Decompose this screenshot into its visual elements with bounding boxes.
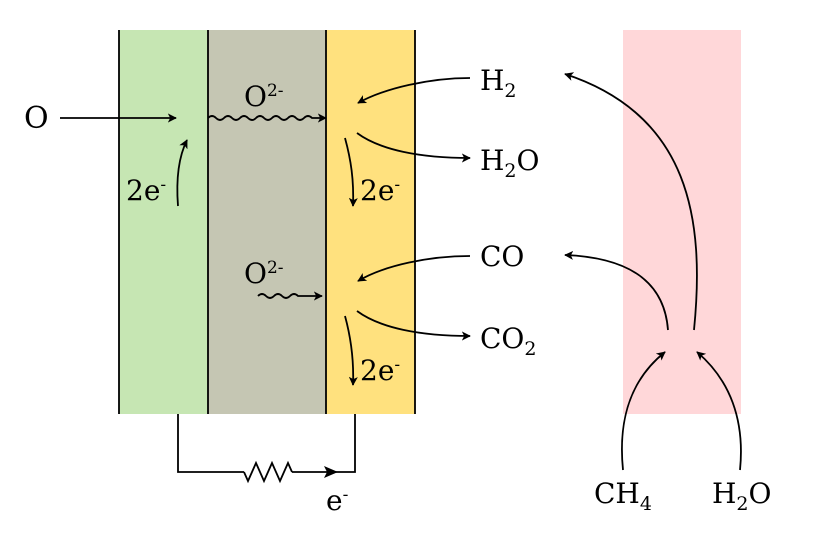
co2-label: CO2	[480, 322, 536, 360]
oxide-bottom-label: O2-	[244, 257, 284, 290]
oxide-top-wave	[207, 113, 327, 123]
external-circuit-return	[177, 414, 244, 473]
circuit-electron-label: e-	[326, 484, 348, 517]
co-label: CO	[480, 240, 524, 273]
co2-out-arrow	[356, 310, 471, 341]
co-in-arrow	[357, 255, 471, 282]
anode-electron-bottom-arrow	[344, 315, 358, 386]
reformer-hydrogen-arrow	[564, 72, 698, 331]
external-circuit-wire	[292, 414, 356, 473]
reformer-layer	[623, 30, 741, 414]
resistor	[243, 460, 293, 484]
water-out-arrow	[356, 132, 471, 163]
anode-electron-bottom-label: 2e-	[360, 354, 400, 387]
anode-layer	[326, 30, 415, 414]
water-in-label: H2O	[712, 477, 771, 515]
anode-electron-top-arrow	[344, 137, 358, 207]
methane-in-arrow	[621, 351, 666, 471]
reformer-co-arrow	[564, 250, 669, 331]
oxide-top-label: O2-	[244, 80, 284, 113]
electrolyte-layer	[208, 30, 326, 414]
water-out-label: H2O	[480, 144, 539, 182]
layer-borders	[118, 30, 416, 414]
circuit-arrowhead	[324, 466, 338, 478]
methane-label: CH4	[594, 477, 652, 515]
anode-electron-top-label: 2e-	[360, 174, 400, 207]
cathode-electron-label: 2e-	[126, 174, 166, 207]
oxygen-label: O	[24, 101, 49, 136]
hydrogen-in-arrow	[357, 77, 471, 104]
water-in-arrow	[696, 351, 742, 471]
cathode-layer	[119, 30, 208, 414]
hydrogen-label: H2	[480, 64, 517, 102]
cathode-electron-arrow	[176, 139, 188, 207]
oxide-bottom-wave	[257, 291, 323, 301]
